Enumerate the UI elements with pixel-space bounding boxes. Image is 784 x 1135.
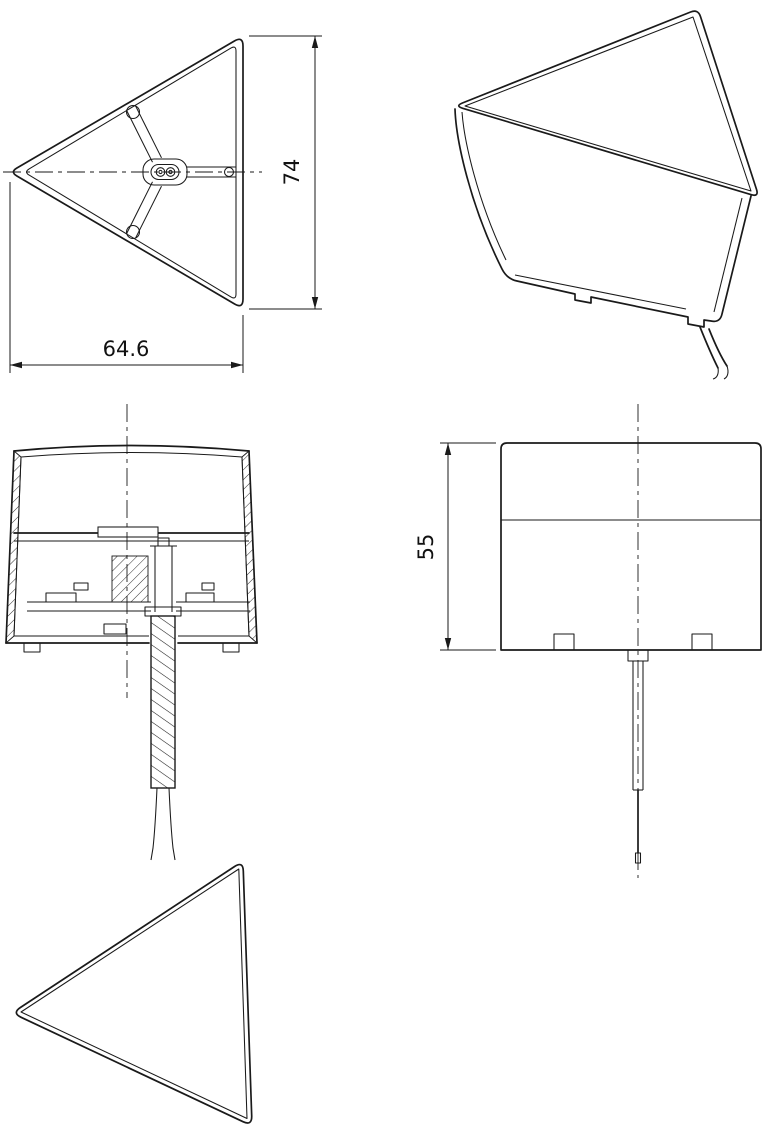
clip-tab — [691, 633, 713, 651]
cable-sleeve — [150, 615, 176, 789]
section-top-inner — [20, 451, 243, 458]
rib-edge-line — [126, 181, 153, 235]
wire-tip — [712, 367, 719, 380]
iso-face-inner-line — [464, 16, 752, 192]
lens-inner-outline — [20, 868, 248, 1120]
lens-outer-outline — [15, 863, 253, 1124]
iso-wall-line — [713, 197, 743, 313]
triangle-inner-outline — [26, 46, 237, 299]
dimension-width-label: 64.6 — [103, 337, 150, 361]
component-block — [73, 582, 89, 591]
iso-face-outline — [457, 10, 758, 197]
dimension-height-label: 74 — [280, 159, 304, 186]
wire-tip — [723, 365, 729, 380]
hatch-area-right-wall — [241, 450, 258, 645]
contact-pin-center — [158, 169, 163, 175]
front-view — [3, 38, 262, 307]
component-block — [201, 582, 215, 591]
wire — [168, 787, 176, 861]
cable-section — [144, 606, 182, 861]
dimension-front-height: 74 — [249, 35, 322, 310]
screw-hole — [125, 224, 141, 240]
wire — [699, 326, 719, 369]
component-block — [45, 592, 77, 603]
foot-tab — [23, 642, 41, 653]
clip-tab — [553, 633, 575, 651]
iso-wall-line — [514, 274, 687, 310]
wire — [150, 787, 158, 861]
terminal-nub — [157, 537, 170, 547]
rib-edge-line — [135, 105, 162, 159]
dimension-front-width: 64.6 — [9, 182, 244, 373]
mounting-ribs — [126, 105, 236, 239]
component-step — [103, 623, 127, 635]
iso-wall-line — [461, 111, 507, 261]
dimension-side-height: 55 — [414, 442, 496, 651]
wire — [708, 328, 728, 367]
rib-edge-line — [135, 185, 162, 239]
internal-mechanism — [27, 537, 250, 635]
rib-edge-line — [126, 109, 153, 163]
section-top-edge — [13, 444, 250, 452]
lens-view — [15, 863, 253, 1124]
housing-outline — [500, 442, 762, 651]
triangle-outer-outline — [12, 38, 244, 307]
dimension-depth-label: 55 — [414, 534, 438, 561]
vent-slot — [97, 526, 159, 538]
screw-hole — [125, 104, 141, 120]
component-block — [185, 592, 215, 603]
foot-tab — [222, 642, 240, 653]
hatch-area-left-wall — [5, 450, 22, 645]
bulb-holder-block — [111, 555, 149, 603]
iso-wires — [699, 326, 729, 380]
side-view — [500, 404, 762, 878]
iso-body-silhouette — [454, 108, 752, 328]
isometric-view — [454, 10, 758, 380]
section-view — [5, 404, 258, 861]
